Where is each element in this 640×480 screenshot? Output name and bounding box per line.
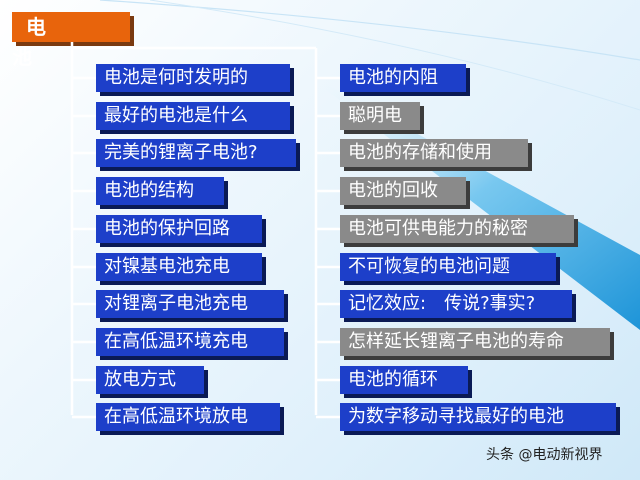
left-topic-item: 对锂离子电池充电	[96, 290, 284, 318]
right-topic-item: 电池可供电能力的秘密	[340, 215, 574, 243]
left-topic-item: 在高低温环境充电	[96, 328, 284, 356]
right-topic-item: 电池的回收	[340, 177, 466, 205]
left-topic-item: 电池是何时发明的	[96, 64, 290, 92]
right-topic-item: 电池的内阻	[340, 64, 466, 92]
right-topic-item: 电池的存储和使用	[340, 139, 528, 167]
left-topic-item: 在高低温环境放电	[96, 403, 280, 431]
left-topic-item: 电池的保护回路	[96, 215, 262, 243]
right-topic-item: 记忆效应: 传说?事实?	[340, 290, 572, 318]
left-topic-item: 电池的结构	[96, 177, 224, 205]
left-topic-item: 放电方式	[96, 366, 204, 394]
left-topic-item: 完美的锂离子电池?	[96, 139, 296, 167]
right-topic-item: 电池的循环	[340, 366, 468, 394]
page-title: 电 池	[12, 12, 130, 69]
right-topic-item: 不可恢复的电池问题	[340, 253, 556, 281]
right-topic-item: 聪明电	[340, 102, 420, 130]
right-topic-item: 怎样延长锂离子电池的寿命	[340, 328, 610, 356]
left-topic-item: 对镍基电池充电	[96, 253, 262, 281]
watermark: 头条 @电动新视界	[486, 447, 603, 463]
left-topic-item: 最好的电池是什么	[96, 102, 290, 130]
right-topic-item: 为数字移动寻找最好的电池	[340, 403, 616, 431]
